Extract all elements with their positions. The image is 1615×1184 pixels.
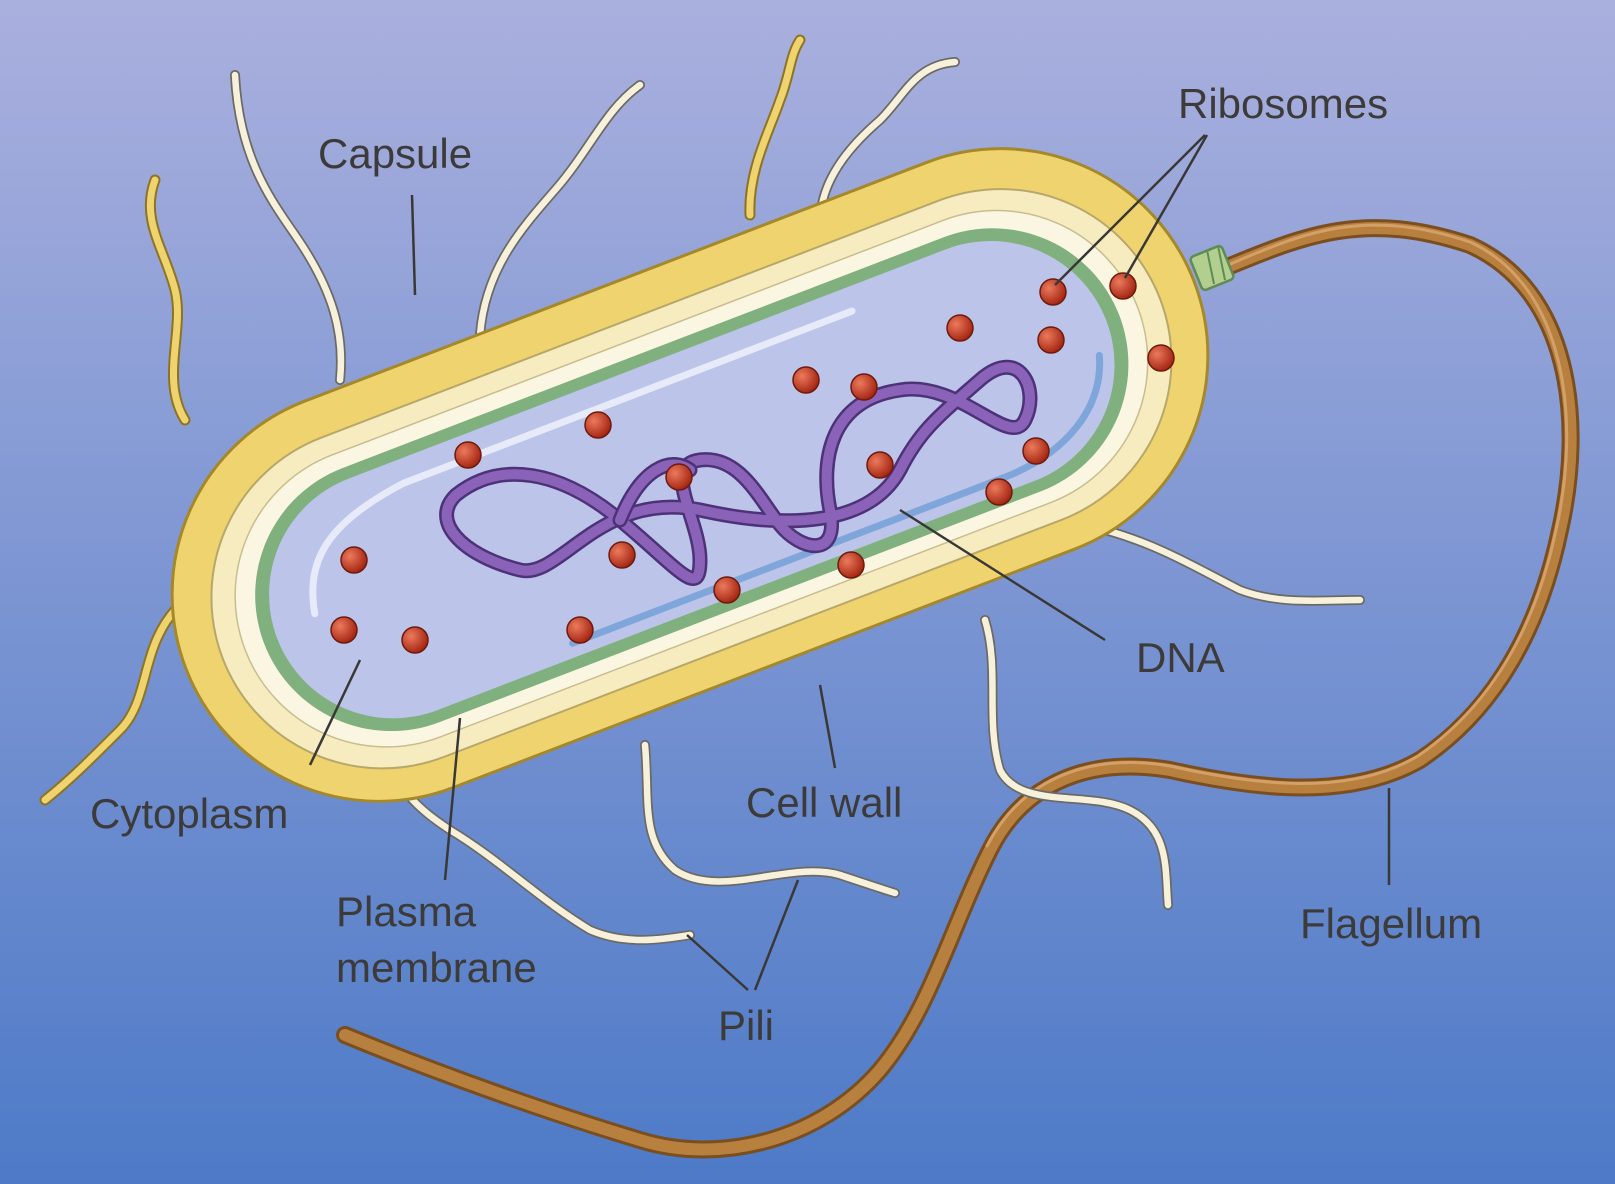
label-cytoplasm: Cytoplasm <box>90 790 288 837</box>
label-ribosomes: Ribosomes <box>1178 80 1388 127</box>
ribosome <box>793 367 819 393</box>
ribosome <box>1023 438 1049 464</box>
ribosome <box>585 412 611 438</box>
ribosome <box>455 442 481 468</box>
ribosome <box>947 315 973 341</box>
ribosome <box>341 547 367 573</box>
ribosome <box>402 627 428 653</box>
label-cell-wall: Cell wall <box>746 779 902 826</box>
ribosome <box>1110 273 1136 299</box>
ribosome <box>331 617 357 643</box>
ribosome <box>666 464 692 490</box>
ribosome <box>838 552 864 578</box>
ribosome <box>609 542 635 568</box>
ribosome <box>1148 345 1174 371</box>
label-flagellum: Flagellum <box>1300 900 1482 947</box>
label-capsule: Capsule <box>318 130 472 177</box>
label-dna: DNA <box>1136 634 1225 681</box>
label-plasma-membrane-line2: membrane <box>336 944 537 991</box>
ribosome <box>1040 279 1066 305</box>
ribosome <box>986 479 1012 505</box>
ribosome <box>567 617 593 643</box>
label-pili: Pili <box>718 1002 774 1049</box>
ribosome <box>714 577 740 603</box>
ribosome <box>851 374 877 400</box>
ribosome <box>1038 327 1064 353</box>
ribosome <box>867 452 893 478</box>
label-plasma-membrane-line1: Plasma <box>336 888 477 935</box>
